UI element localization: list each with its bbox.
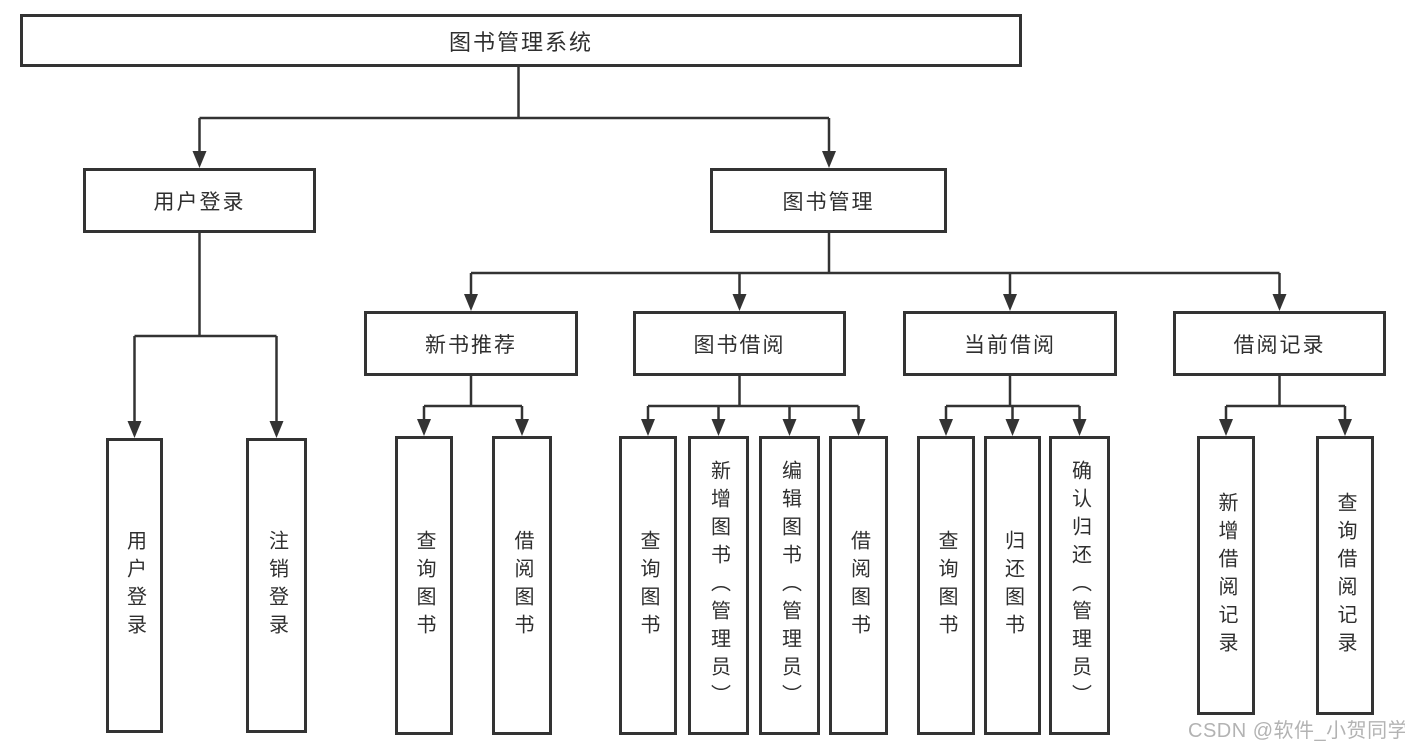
csdn-watermark: CSDN @软件_小贺同学 (1188, 720, 1405, 742)
leaf-query-borrow-record-label: 查询借阅记录 (1334, 491, 1356, 660)
leaf-query-books-current-label: 查询图书 (935, 529, 957, 642)
leaf-borrow-books-recommend: 借阅图书 (492, 436, 552, 735)
leaf-borrow-books-label: 借阅图书 (847, 529, 870, 642)
leaf-return-book: 归还图书 (984, 436, 1041, 735)
leaf-add-borrow-record-label: 新增借阅记录 (1215, 491, 1237, 660)
node-current-borrow-label: 当前借阅 (964, 333, 1056, 357)
leaf-confirm-return-admin-label: 确认归还（管理员） (1068, 459, 1091, 712)
node-new-book-recommend: 新书推荐 (364, 311, 578, 376)
node-borrow-records-label: 借阅记录 (1233, 333, 1326, 357)
node-book-borrow: 图书借阅 (633, 311, 846, 376)
node-root-label: 图书管理系统 (448, 29, 593, 55)
leaf-add-book-admin-label: 新增图书（管理员） (707, 459, 730, 712)
leaf-query-books-recommend: 查询图书 (395, 436, 453, 735)
leaf-add-book-admin: 新增图书（管理员） (688, 436, 749, 735)
leaf-borrow-books: 借阅图书 (829, 436, 888, 735)
node-current-borrow: 当前借阅 (903, 311, 1117, 376)
leaf-query-books-borrow: 查询图书 (619, 436, 677, 735)
node-user-login-label: 用户登录 (153, 190, 246, 214)
node-new-book-recommend-label: 新书推荐 (425, 333, 517, 357)
arrowheads (127, 151, 1352, 438)
leaf-logout-label: 注销登录 (265, 529, 288, 642)
leaf-return-book-label: 归还图书 (1001, 529, 1024, 642)
leaf-user-login-label: 用户登录 (123, 529, 146, 642)
leaf-logout: 注销登录 (246, 438, 307, 733)
leaf-confirm-return-admin: 确认归还（管理员） (1049, 436, 1110, 735)
leaf-edit-book-admin-label: 编辑图书（管理员） (778, 459, 801, 712)
leaf-query-books-current: 查询图书 (917, 436, 975, 735)
leaf-add-borrow-record: 新增借阅记录 (1197, 436, 1255, 715)
leaf-edit-book-admin: 编辑图书（管理员） (759, 436, 820, 735)
leaf-query-borrow-record: 查询借阅记录 (1316, 436, 1374, 715)
leaf-user-login: 用户登录 (106, 438, 163, 733)
node-user-login: 用户登录 (83, 168, 316, 233)
leaf-query-books-borrow-label: 查询图书 (637, 529, 659, 642)
node-borrow-records: 借阅记录 (1173, 311, 1386, 376)
node-book-management-label: 图书管理 (782, 190, 875, 214)
node-book-borrow-label: 图书借阅 (693, 333, 786, 357)
node-book-management: 图书管理 (710, 168, 947, 233)
leaf-query-books-recommend-label: 查询图书 (413, 529, 435, 642)
node-root: 图书管理系统 (20, 14, 1022, 67)
leaf-borrow-books-recommend-label: 借阅图书 (511, 529, 533, 642)
